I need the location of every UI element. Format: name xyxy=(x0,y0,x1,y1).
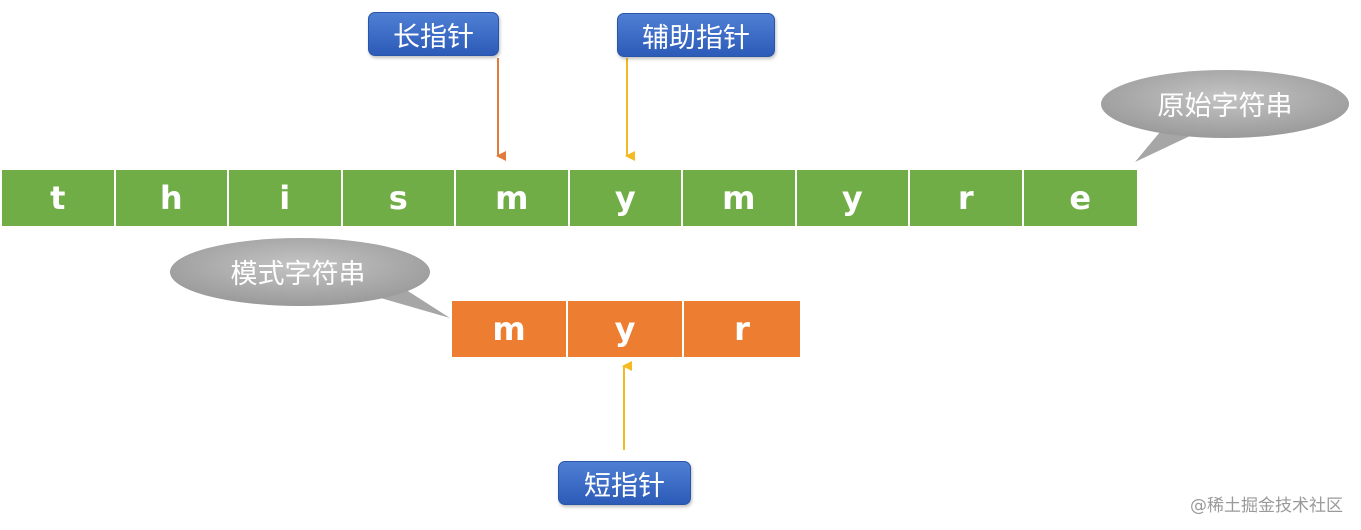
source-string-bubble-label: 原始字符串 xyxy=(1157,91,1293,122)
pattern-char-cell: r xyxy=(684,301,800,357)
pattern-string-bubble-label: 模式字符串 xyxy=(230,259,366,290)
pattern-string-bubble xyxy=(170,238,450,318)
pattern-char-cell: y xyxy=(568,301,684,357)
source-char-cell: t xyxy=(2,170,116,226)
source-char-cell: y xyxy=(569,170,683,226)
source-char-cell: m xyxy=(456,170,570,226)
aux-pointer-label: 辅助指针 xyxy=(617,13,775,57)
long-pointer-label: 长指针 xyxy=(368,12,499,56)
pattern-char-cell: m xyxy=(452,301,568,357)
source-char-cell: s xyxy=(342,170,456,226)
watermark: @稀土掘金技术社区 xyxy=(1190,496,1343,516)
source-char-cell: i xyxy=(229,170,343,226)
source-string-bubble xyxy=(1101,70,1349,162)
source-char-cell: m xyxy=(683,170,797,226)
source-char-cell: y xyxy=(796,170,910,226)
short-pointer-label: 短指针 xyxy=(558,461,691,505)
source-char-cell: r xyxy=(910,170,1024,226)
source-char-cell: e xyxy=(1023,170,1137,226)
source-char-cell: h xyxy=(115,170,229,226)
